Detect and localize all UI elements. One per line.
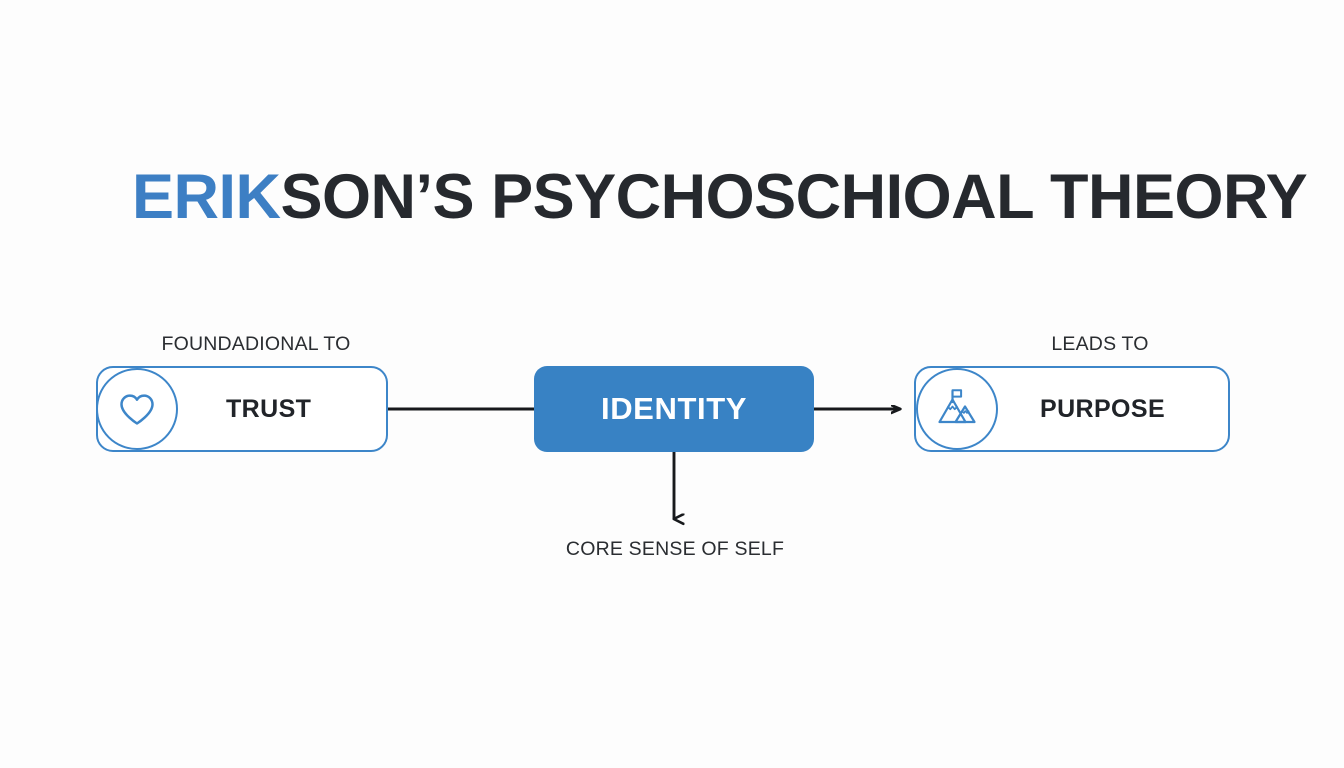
title-accent-text: ERIK [132, 162, 281, 233]
node-identity[interactable]: IDENTITY [534, 366, 814, 452]
node-trust-icon-badge [96, 368, 178, 450]
node-trust-label: TRUST [226, 394, 312, 423]
heart-icon [120, 394, 154, 425]
node-purpose-icon-badge [916, 368, 998, 450]
connector-label-core-sense-of-self: CORE SENSE OF SELF [565, 538, 785, 560]
connector-label-foundational-to: FOUNDADIONAL TO [161, 333, 351, 355]
title-rest-text: SON’S PSYCHOSCHIOAL THEORY [280, 162, 1308, 233]
node-purpose-label: PURPOSE [1040, 394, 1166, 423]
page-title: ERIKSON’S PSYCHOSCHIOAL THEORY [132, 162, 1308, 233]
node-identity-label: IDENTITY [600, 391, 748, 426]
mountain-flag-icon [938, 389, 976, 424]
connector-label-leads-to: LEADS TO [1051, 333, 1149, 355]
